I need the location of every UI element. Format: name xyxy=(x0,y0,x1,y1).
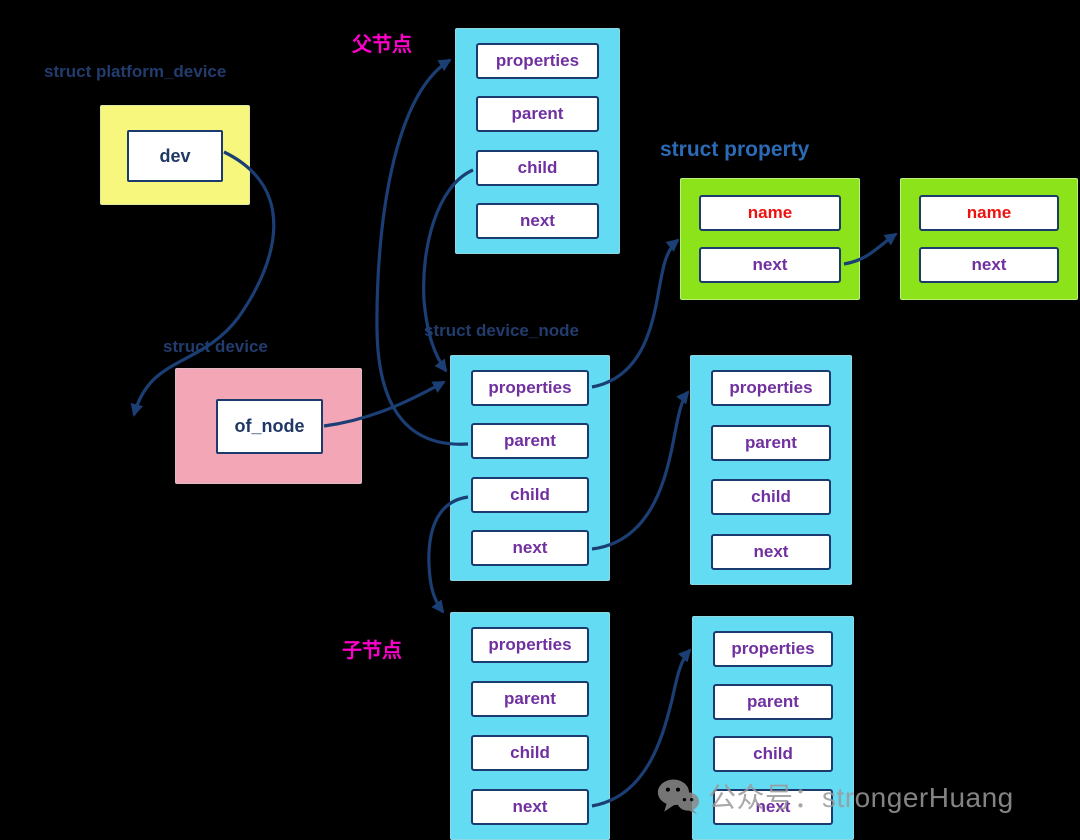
watermark: 公众号：strongerHuang xyxy=(656,776,1014,816)
sibling-node-box: properties parent child next xyxy=(690,355,852,585)
label-child-node: 子节点 xyxy=(342,640,402,662)
node-field-child: child xyxy=(471,476,589,513)
field-dev: dev xyxy=(127,130,223,182)
node-field-next: next xyxy=(476,202,599,239)
label-struct-platform-device: struct platform_device xyxy=(44,62,227,81)
node-field-properties: properties xyxy=(471,627,589,663)
device-box: of_node xyxy=(175,368,362,484)
node-field-parent: parent xyxy=(476,96,599,133)
node-field-properties: properties xyxy=(711,370,831,406)
node-field-next: next xyxy=(471,529,589,566)
node-field-properties: properties xyxy=(476,43,599,79)
node-field-next: next xyxy=(471,789,589,825)
label-parent-node: 父节点 xyxy=(352,34,412,56)
node-field-child: child xyxy=(471,735,589,771)
node-field-properties: properties xyxy=(713,631,833,667)
node-field-next: next xyxy=(711,533,831,570)
node-field-parent: parent xyxy=(471,423,589,460)
property-field-next: next xyxy=(919,247,1059,283)
property-field-name: name xyxy=(919,195,1059,231)
child-sibling-node-box: properties parent child next xyxy=(692,616,854,840)
node-field-parent: parent xyxy=(711,424,831,461)
node-field-next: next xyxy=(713,788,833,825)
wechat-icon xyxy=(657,779,700,815)
property-field-next: next xyxy=(699,247,841,283)
node-field-child: child xyxy=(713,736,833,773)
node-field-child: child xyxy=(476,149,599,186)
field-of-node: of_node xyxy=(216,399,323,454)
property-box-1: name next xyxy=(680,178,860,300)
child-node-box: properties parent child next xyxy=(450,612,610,840)
parent-node-box: properties parent child next xyxy=(455,28,620,254)
watermark-text: 公众号：strongerHuang xyxy=(708,782,1014,813)
property-field-name: name xyxy=(699,195,841,231)
node-field-child: child xyxy=(711,479,831,516)
property-box-2: name next xyxy=(900,178,1078,300)
platform-device-box: dev xyxy=(100,105,250,205)
node-field-parent: parent xyxy=(713,683,833,720)
node-field-parent: parent xyxy=(471,681,589,717)
node-field-properties: properties xyxy=(471,370,589,406)
device-node-box: properties parent child next xyxy=(450,355,610,581)
label-struct-device: struct device xyxy=(163,337,268,356)
label-struct-device-node: struct device_node xyxy=(424,321,579,340)
label-struct-property: struct property xyxy=(660,138,810,161)
